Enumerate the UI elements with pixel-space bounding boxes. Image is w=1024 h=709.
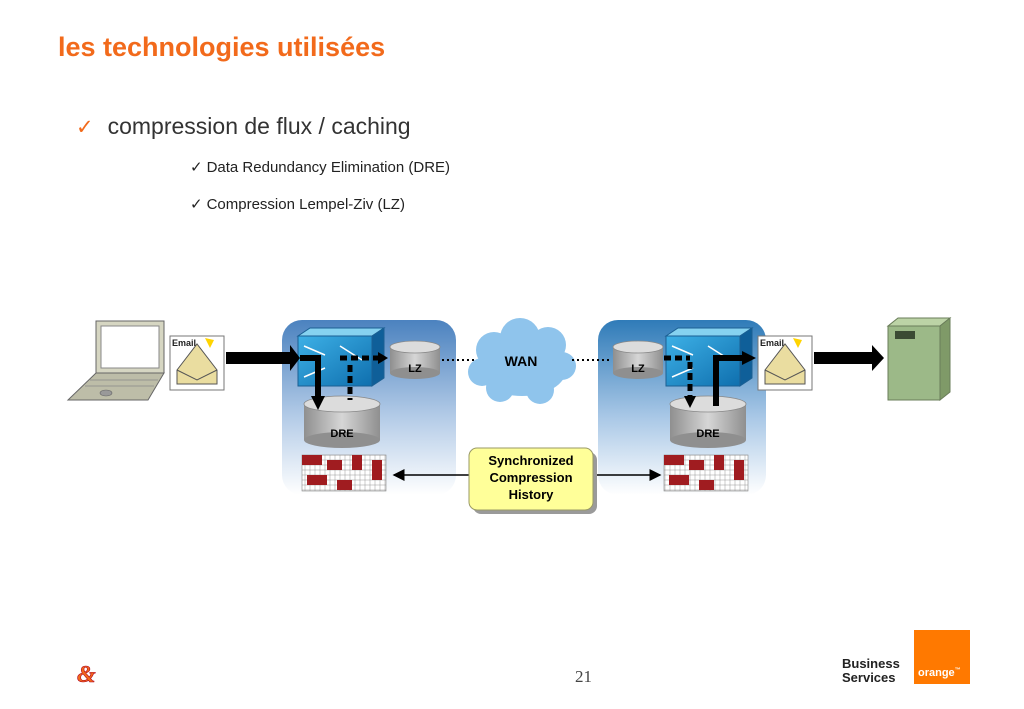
sub-bullet-lz: ✓Compression Lempel-Ziv (LZ)	[190, 196, 405, 213]
ampersand-symbol: &	[77, 662, 96, 688]
laptop-icon	[66, 320, 165, 401]
disk-icon: DRE	[669, 395, 747, 448]
main-bullet: ✓ compression de flux / caching	[76, 113, 411, 140]
dre-label: DRE	[696, 428, 719, 440]
page-title: les technologies utilisées	[58, 32, 386, 62]
brand-line-2: Services	[842, 670, 896, 685]
dre-label: DRE	[330, 428, 353, 440]
check-icon: ✓	[190, 196, 203, 213]
sync-line-2: Compression	[489, 470, 572, 485]
orange-logo: orange™	[914, 630, 970, 684]
router-icon	[296, 327, 386, 387]
cloud-icon: WAN	[468, 318, 576, 404]
server-icon	[886, 316, 952, 402]
check-icon: ✓	[76, 116, 94, 139]
sync-line-1: Synchronized	[488, 453, 573, 468]
orange-logo-text: orange™	[918, 667, 961, 679]
lz-label: LZ	[408, 363, 422, 375]
sync-history-box: Synchronized Compression History	[468, 447, 597, 514]
slide-number: 21	[575, 667, 592, 686]
email-icon: Email	[757, 335, 813, 391]
sub-bullet-dre: ✓Data Redundancy Elimination (DRE)	[190, 159, 451, 176]
email-label: Email	[172, 338, 196, 348]
email-icon: Email	[169, 335, 225, 391]
business-services-label: Business Services	[842, 657, 900, 685]
disk-icon: LZ	[389, 340, 441, 379]
check-icon: ✓	[190, 159, 203, 176]
lz-label: LZ	[631, 363, 645, 375]
brand-line-1: Business	[842, 656, 900, 671]
flow-arrows	[226, 345, 884, 410]
sync-line-3: History	[509, 487, 555, 502]
ampersand-logo-icon: &	[77, 662, 97, 688]
wan-label: WAN	[505, 353, 538, 369]
email-label: Email	[760, 338, 784, 348]
main-bullet-text: compression de flux / caching	[107, 113, 411, 139]
disk-icon: DRE	[303, 395, 381, 448]
cache-grid-icon	[301, 454, 387, 492]
disk-icon: LZ	[612, 340, 664, 379]
cache-grid-icon	[663, 454, 749, 492]
